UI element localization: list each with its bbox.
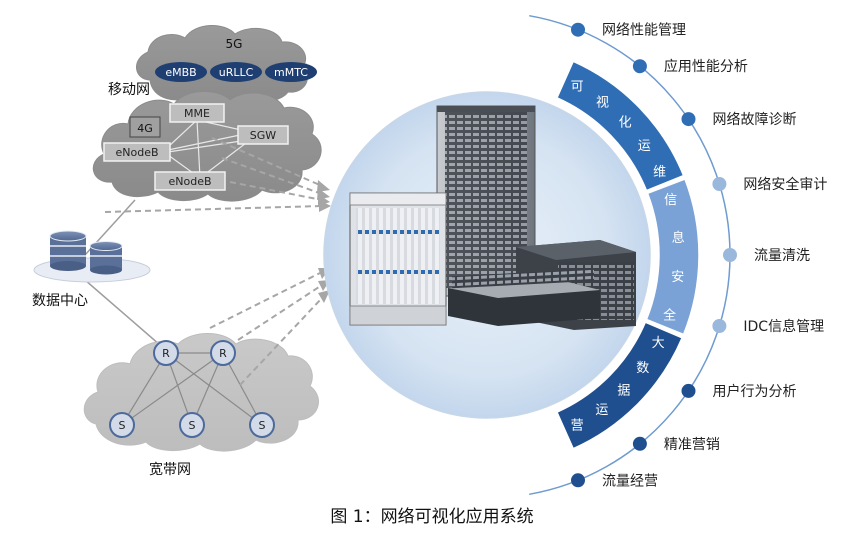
- function-label-9: 流量经营: [602, 473, 658, 489]
- network-equipment-image: [349, 105, 636, 330]
- router-node-1: R: [153, 340, 179, 366]
- function-dot-7: [681, 383, 696, 398]
- arrow-5: [209, 271, 323, 329]
- scenario-urllc: uRLLC: [210, 62, 262, 82]
- arrow-2: [221, 157, 323, 195]
- segment-3-label: 大数据运营: [571, 336, 665, 433]
- function-dot-8: [632, 436, 647, 451]
- scenario-embb-label: eMBB: [165, 66, 196, 79]
- arrow-6: [237, 284, 323, 341]
- 4g-box: 4G: [129, 116, 161, 138]
- segment-2: [645, 178, 700, 336]
- segment-2-label: 信息安全: [663, 193, 685, 323]
- scenario-mmtc-label: mMTC: [274, 66, 308, 79]
- data-center-label: 数据中心: [32, 293, 88, 309]
- node-mme: MME: [169, 103, 225, 123]
- function-label-3: 网络故障诊断: [713, 112, 797, 128]
- arrow-3: [229, 181, 323, 201]
- link-dc-broadband: [84, 279, 161, 346]
- node-enodeb-2: eNodeB: [154, 171, 226, 191]
- node-mme-label: MME: [184, 107, 210, 120]
- function-dot-9: [571, 473, 585, 488]
- mobile-network: 5G eMBB uRLLC mMTC 移动网 4G: [92, 24, 322, 202]
- segment-3: [555, 321, 684, 450]
- scenario-mmtc: mMTC: [265, 62, 317, 82]
- node-enodeb-2-label: eNodeB: [168, 175, 211, 188]
- function-dot-3: [681, 112, 696, 127]
- function-label-1: 网络性能管理: [602, 23, 686, 39]
- mobile-network-label: 移动网: [108, 82, 150, 98]
- flat-switch: [448, 268, 600, 326]
- data-center: 数据中心: [32, 230, 151, 309]
- node-sgw: SGW: [237, 125, 289, 145]
- switch-node-1-label: S: [119, 419, 126, 432]
- router-node-1-label: R: [162, 347, 170, 360]
- function-label-8: 精准营销: [664, 437, 720, 453]
- database-icon: [49, 230, 123, 275]
- function-dot-5: [723, 248, 737, 262]
- figure-caption: 图 1：网络可视化应用系统: [330, 507, 533, 527]
- 4g-label: 4G: [137, 122, 153, 135]
- switch-node-3-label: S: [259, 419, 266, 432]
- segment-1: [555, 60, 685, 192]
- function-label-4: 网络安全审计: [743, 176, 827, 193]
- 5g-label: 5G: [226, 37, 243, 51]
- router-node-2: R: [210, 340, 236, 366]
- switch-node-2-label: S: [189, 419, 196, 432]
- switch-node-1: S: [109, 412, 135, 438]
- switch-node-3: S: [249, 412, 275, 438]
- function-dot-2: [632, 59, 647, 74]
- traffic-arrows: [104, 137, 323, 386]
- router-node-2-label: R: [219, 347, 227, 360]
- function-label-6: IDC信息管理: [743, 318, 824, 335]
- node-sgw-label: SGW: [250, 129, 277, 142]
- function-dot-4: [712, 177, 727, 191]
- function-dot-6: [712, 319, 727, 333]
- arrow-4: [104, 205, 323, 213]
- scenario-embb: eMBB: [155, 62, 207, 82]
- node-enodeb-1-label: eNodeB: [115, 146, 158, 159]
- function-label-2: 应用性能分析: [664, 58, 748, 75]
- switch-node-2: S: [179, 412, 205, 438]
- broadband-network: R R S S S 宽带网: [83, 333, 320, 478]
- node-enodeb-1: eNodeB: [103, 142, 171, 162]
- front-chassis: [349, 192, 447, 326]
- function-dot-1: [571, 22, 585, 37]
- scenario-urllc-label: uRLLC: [219, 66, 254, 79]
- function-label-5: 流量清洗: [754, 248, 810, 264]
- arrow-1: [211, 137, 323, 187]
- segment-1-label: 可视化运维: [571, 80, 667, 180]
- broadband-label: 宽带网: [149, 461, 191, 478]
- function-label-7: 用户行为分析: [713, 383, 797, 400]
